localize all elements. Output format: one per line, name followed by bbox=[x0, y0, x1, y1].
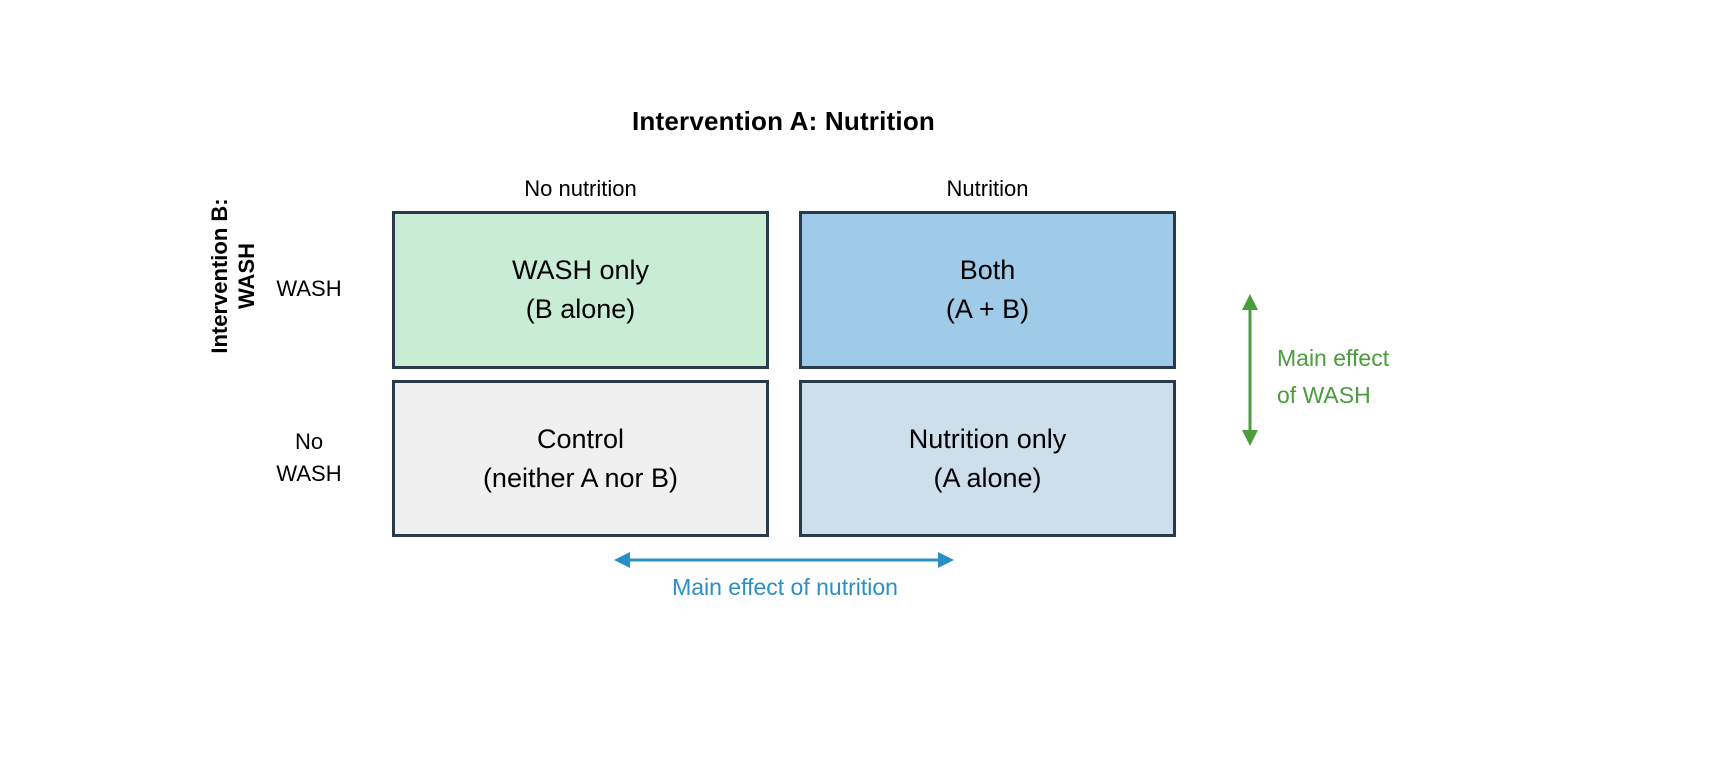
main-effect-of-nutrition-label: Main effect of nutrition bbox=[672, 574, 898, 600]
row-label-wash-line-1: WASH bbox=[276, 276, 342, 301]
cell-both-title: Both bbox=[959, 255, 1016, 285]
row-label-wash: WASH bbox=[236, 273, 382, 305]
cell-wash-only: WASH only (B alone) bbox=[392, 211, 769, 369]
main-effect-of-wash-arrow-icon bbox=[1242, 294, 1258, 446]
main-effect-of-wash-label: Main effect of WASH bbox=[1277, 340, 1537, 414]
column-header-no-nutrition: No nutrition bbox=[524, 176, 637, 201]
column-header-nutrition: Nutrition bbox=[946, 176, 1029, 201]
top-axis-title: Intervention A: Nutrition bbox=[631, 106, 935, 136]
cell-control: Control (neither A nor B) bbox=[392, 380, 769, 537]
cell-wash-only-subtitle: (B alone) bbox=[525, 294, 636, 324]
row-label-no-wash-line-2: WASH bbox=[276, 461, 342, 486]
cell-nutrition-only-subtitle: (A alone) bbox=[933, 462, 1042, 493]
cell-wash-only-title: WASH only bbox=[511, 255, 650, 285]
left-axis-title-line-1: Intervention B: bbox=[207, 198, 232, 354]
main-effect-of-nutrition-arrow-icon bbox=[614, 552, 954, 568]
row-label-no-wash-line-1: No bbox=[294, 429, 324, 454]
cell-nutrition-only-title: Nutrition only bbox=[908, 423, 1067, 454]
cell-both-subtitle: (A + B) bbox=[945, 294, 1030, 324]
cell-control-title: Control bbox=[536, 423, 625, 454]
cell-nutrition-only: Nutrition only (A alone) bbox=[799, 380, 1176, 537]
cell-control-subtitle: (neither A nor B) bbox=[482, 462, 679, 493]
main-effect-of-wash-label-line-1: Main effect bbox=[1277, 345, 1390, 371]
main-effect-of-wash-label-line-2: of WASH bbox=[1277, 382, 1371, 408]
row-label-no-wash: No WASH bbox=[236, 426, 382, 490]
cell-both: Both (A + B) bbox=[799, 211, 1176, 369]
